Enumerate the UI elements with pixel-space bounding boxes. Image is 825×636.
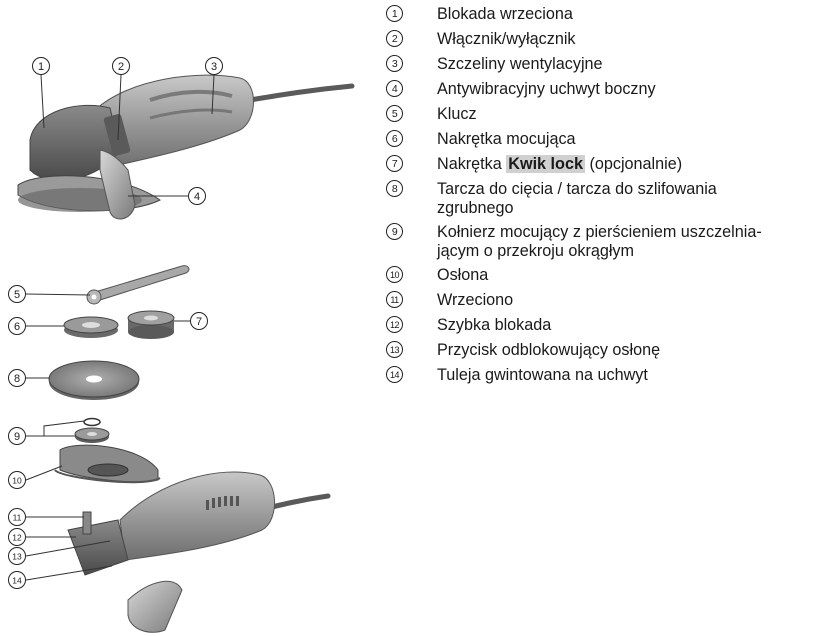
clamping-nut xyxy=(64,317,118,338)
cutting-disc xyxy=(49,361,139,400)
legend-text: Antywibracyjny uchwyt boczny xyxy=(437,80,656,99)
legend-text-after: (opcjonalnie) xyxy=(585,155,682,173)
legend-item: 9 Kołnierz mocujący z pierścieniem uszcz… xyxy=(386,223,816,261)
callout-11: 11 xyxy=(9,509,26,526)
callout-14: 14 xyxy=(9,572,26,589)
callout-9: 9 xyxy=(9,428,26,445)
legend-number: 3 xyxy=(386,55,403,72)
kwik-lock-nut xyxy=(128,311,174,339)
legend-text-before: Nakrętka xyxy=(437,155,506,173)
svg-text:10: 10 xyxy=(12,476,22,486)
svg-text:4: 4 xyxy=(194,191,200,203)
legend-item: 2 Włącznik/wyłącznik xyxy=(386,30,816,49)
legend-number: 8 xyxy=(386,180,403,197)
legend-item: 6 Nakrętka mocująca xyxy=(386,130,816,149)
svg-text:5: 5 xyxy=(14,289,20,301)
legend-text: Tuleja gwintowana na uchwyt xyxy=(437,366,648,385)
svg-text:3: 3 xyxy=(211,61,217,73)
legend-item: 13 Przycisk odblokowujący osłonę xyxy=(386,341,816,360)
grinder-bottom xyxy=(68,472,328,632)
svg-text:13: 13 xyxy=(12,552,22,562)
legend-number: 6 xyxy=(386,130,403,147)
legend-item: 1 Blokada wrzeciona xyxy=(386,5,816,24)
svg-text:12: 12 xyxy=(12,533,22,543)
legend-item: 7 Nakrętka Kwik lock (opcjonalnie) xyxy=(386,155,816,174)
svg-text:11: 11 xyxy=(13,513,22,523)
callout-5: 5 xyxy=(9,286,26,303)
legend-text: Nakrętka mocująca xyxy=(437,130,576,149)
callout-12: 12 xyxy=(9,529,26,546)
legend-number: 11 xyxy=(386,291,403,308)
svg-text:14: 14 xyxy=(12,576,22,586)
guard xyxy=(55,445,160,482)
callout-13: 13 xyxy=(9,548,26,565)
callout-6: 6 xyxy=(9,318,26,335)
legend-number: 9 xyxy=(386,223,403,240)
legend-number: 7 xyxy=(386,155,403,172)
legend-text: Szczeliny wentylacyjne xyxy=(437,55,603,74)
svg-text:2: 2 xyxy=(118,61,124,73)
svg-text:1: 1 xyxy=(38,61,44,73)
legend-number: 13 xyxy=(386,341,403,358)
legend-text: Osłona xyxy=(437,266,488,285)
legend-text: Przycisk odblokowujący osłonę xyxy=(437,341,660,360)
legend-text: Nakrętka Kwik lock (opcjonalnie) xyxy=(437,155,682,174)
legend-text: Blokada wrzeciona xyxy=(437,5,573,24)
legend-text: Tarcza do cięcia / tarcza do szlifowania… xyxy=(437,180,717,218)
legend-text: Wrzeciono xyxy=(437,291,513,310)
legend-text: Kołnierz mocujący z pierścieniem uszczel… xyxy=(437,223,762,261)
legend-number: 5 xyxy=(386,105,403,122)
callout-1: 1 xyxy=(33,58,50,75)
svg-text:8: 8 xyxy=(14,373,20,385)
legend-item: 10 Osłona xyxy=(386,266,816,285)
parts-legend: 1 Blokada wrzeciona 2 Włącznik/wyłącznik… xyxy=(386,5,816,391)
kwik-lock-highlight: Kwik lock xyxy=(506,155,585,173)
svg-text:7: 7 xyxy=(196,316,202,328)
grinder-top xyxy=(18,75,352,219)
legend-number: 12 xyxy=(386,316,403,333)
callout-2: 2 xyxy=(113,58,130,75)
legend-number: 14 xyxy=(386,366,403,383)
legend-item: 5 Klucz xyxy=(386,105,816,124)
wrench xyxy=(87,266,189,304)
legend-number: 10 xyxy=(386,266,403,283)
legend-text: Klucz xyxy=(437,105,477,124)
legend-item: 8 Tarcza do cięcia / tarcza do szlifowan… xyxy=(386,180,816,218)
legend-number: 4 xyxy=(386,80,403,97)
callout-8: 8 xyxy=(9,370,26,387)
legend-item: 12 Szybka blokada xyxy=(386,316,816,335)
callout-4: 4 xyxy=(189,188,206,205)
legend-item: 3 Szczeliny wentylacyjne xyxy=(386,55,816,74)
callout-10: 10 xyxy=(9,472,26,489)
legend-number: 2 xyxy=(386,30,403,47)
svg-text:9: 9 xyxy=(14,431,20,443)
legend-item: 14 Tuleja gwintowana na uchwyt xyxy=(386,366,816,385)
callout-3: 3 xyxy=(206,58,223,75)
callout-7: 7 xyxy=(191,313,208,330)
svg-text:6: 6 xyxy=(14,321,20,333)
flange-o-ring xyxy=(75,419,109,444)
legend-number: 1 xyxy=(386,5,403,22)
legend-text: Szybka blokada xyxy=(437,316,551,335)
legend-text: Włącznik/wyłącznik xyxy=(437,30,576,49)
angle-grinder-illustration: 1 2 3 4 5 6 7 8 9 10 11 12 13 14 xyxy=(0,0,380,636)
legend-item: 11 Wrzeciono xyxy=(386,291,816,310)
legend-item: 4 Antywibracyjny uchwyt boczny xyxy=(386,80,816,99)
